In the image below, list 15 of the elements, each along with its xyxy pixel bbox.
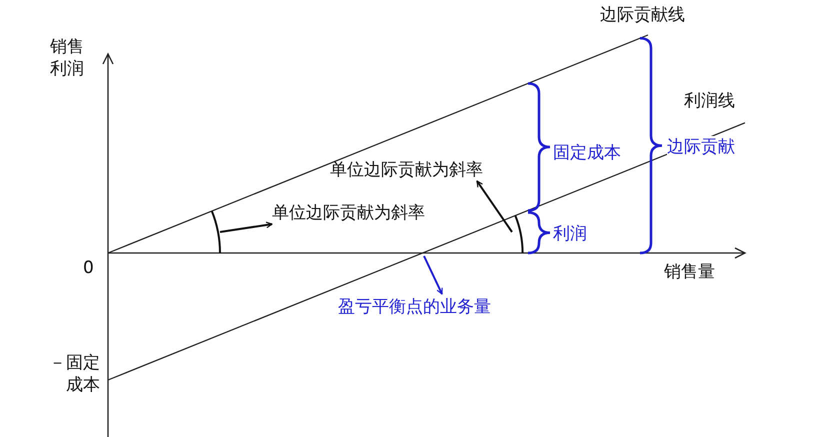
line-label: 边际贡献线 <box>600 4 685 26</box>
brace-label: 固定成本 <box>553 142 621 164</box>
axis-label: 销售量 <box>664 261 715 284</box>
arrow <box>476 180 513 233</box>
axis-tick-label: 0 <box>83 257 94 280</box>
annotation-text: 盈亏平衡点的业务量 <box>338 296 491 318</box>
annotation-text: 单位边际贡献为斜率 <box>272 202 425 224</box>
line-label: 利润线 <box>684 90 735 112</box>
axis-label: 销售利润 <box>50 36 85 80</box>
arrow <box>423 256 443 295</box>
annotation-text: 单位边际贡献为斜率 <box>330 159 483 182</box>
arrow <box>220 222 273 233</box>
brace-label: 边际贡献 <box>667 136 735 158</box>
axis-tick-label: －固定成本 <box>48 352 100 396</box>
brace-label: 利润 <box>553 223 587 246</box>
